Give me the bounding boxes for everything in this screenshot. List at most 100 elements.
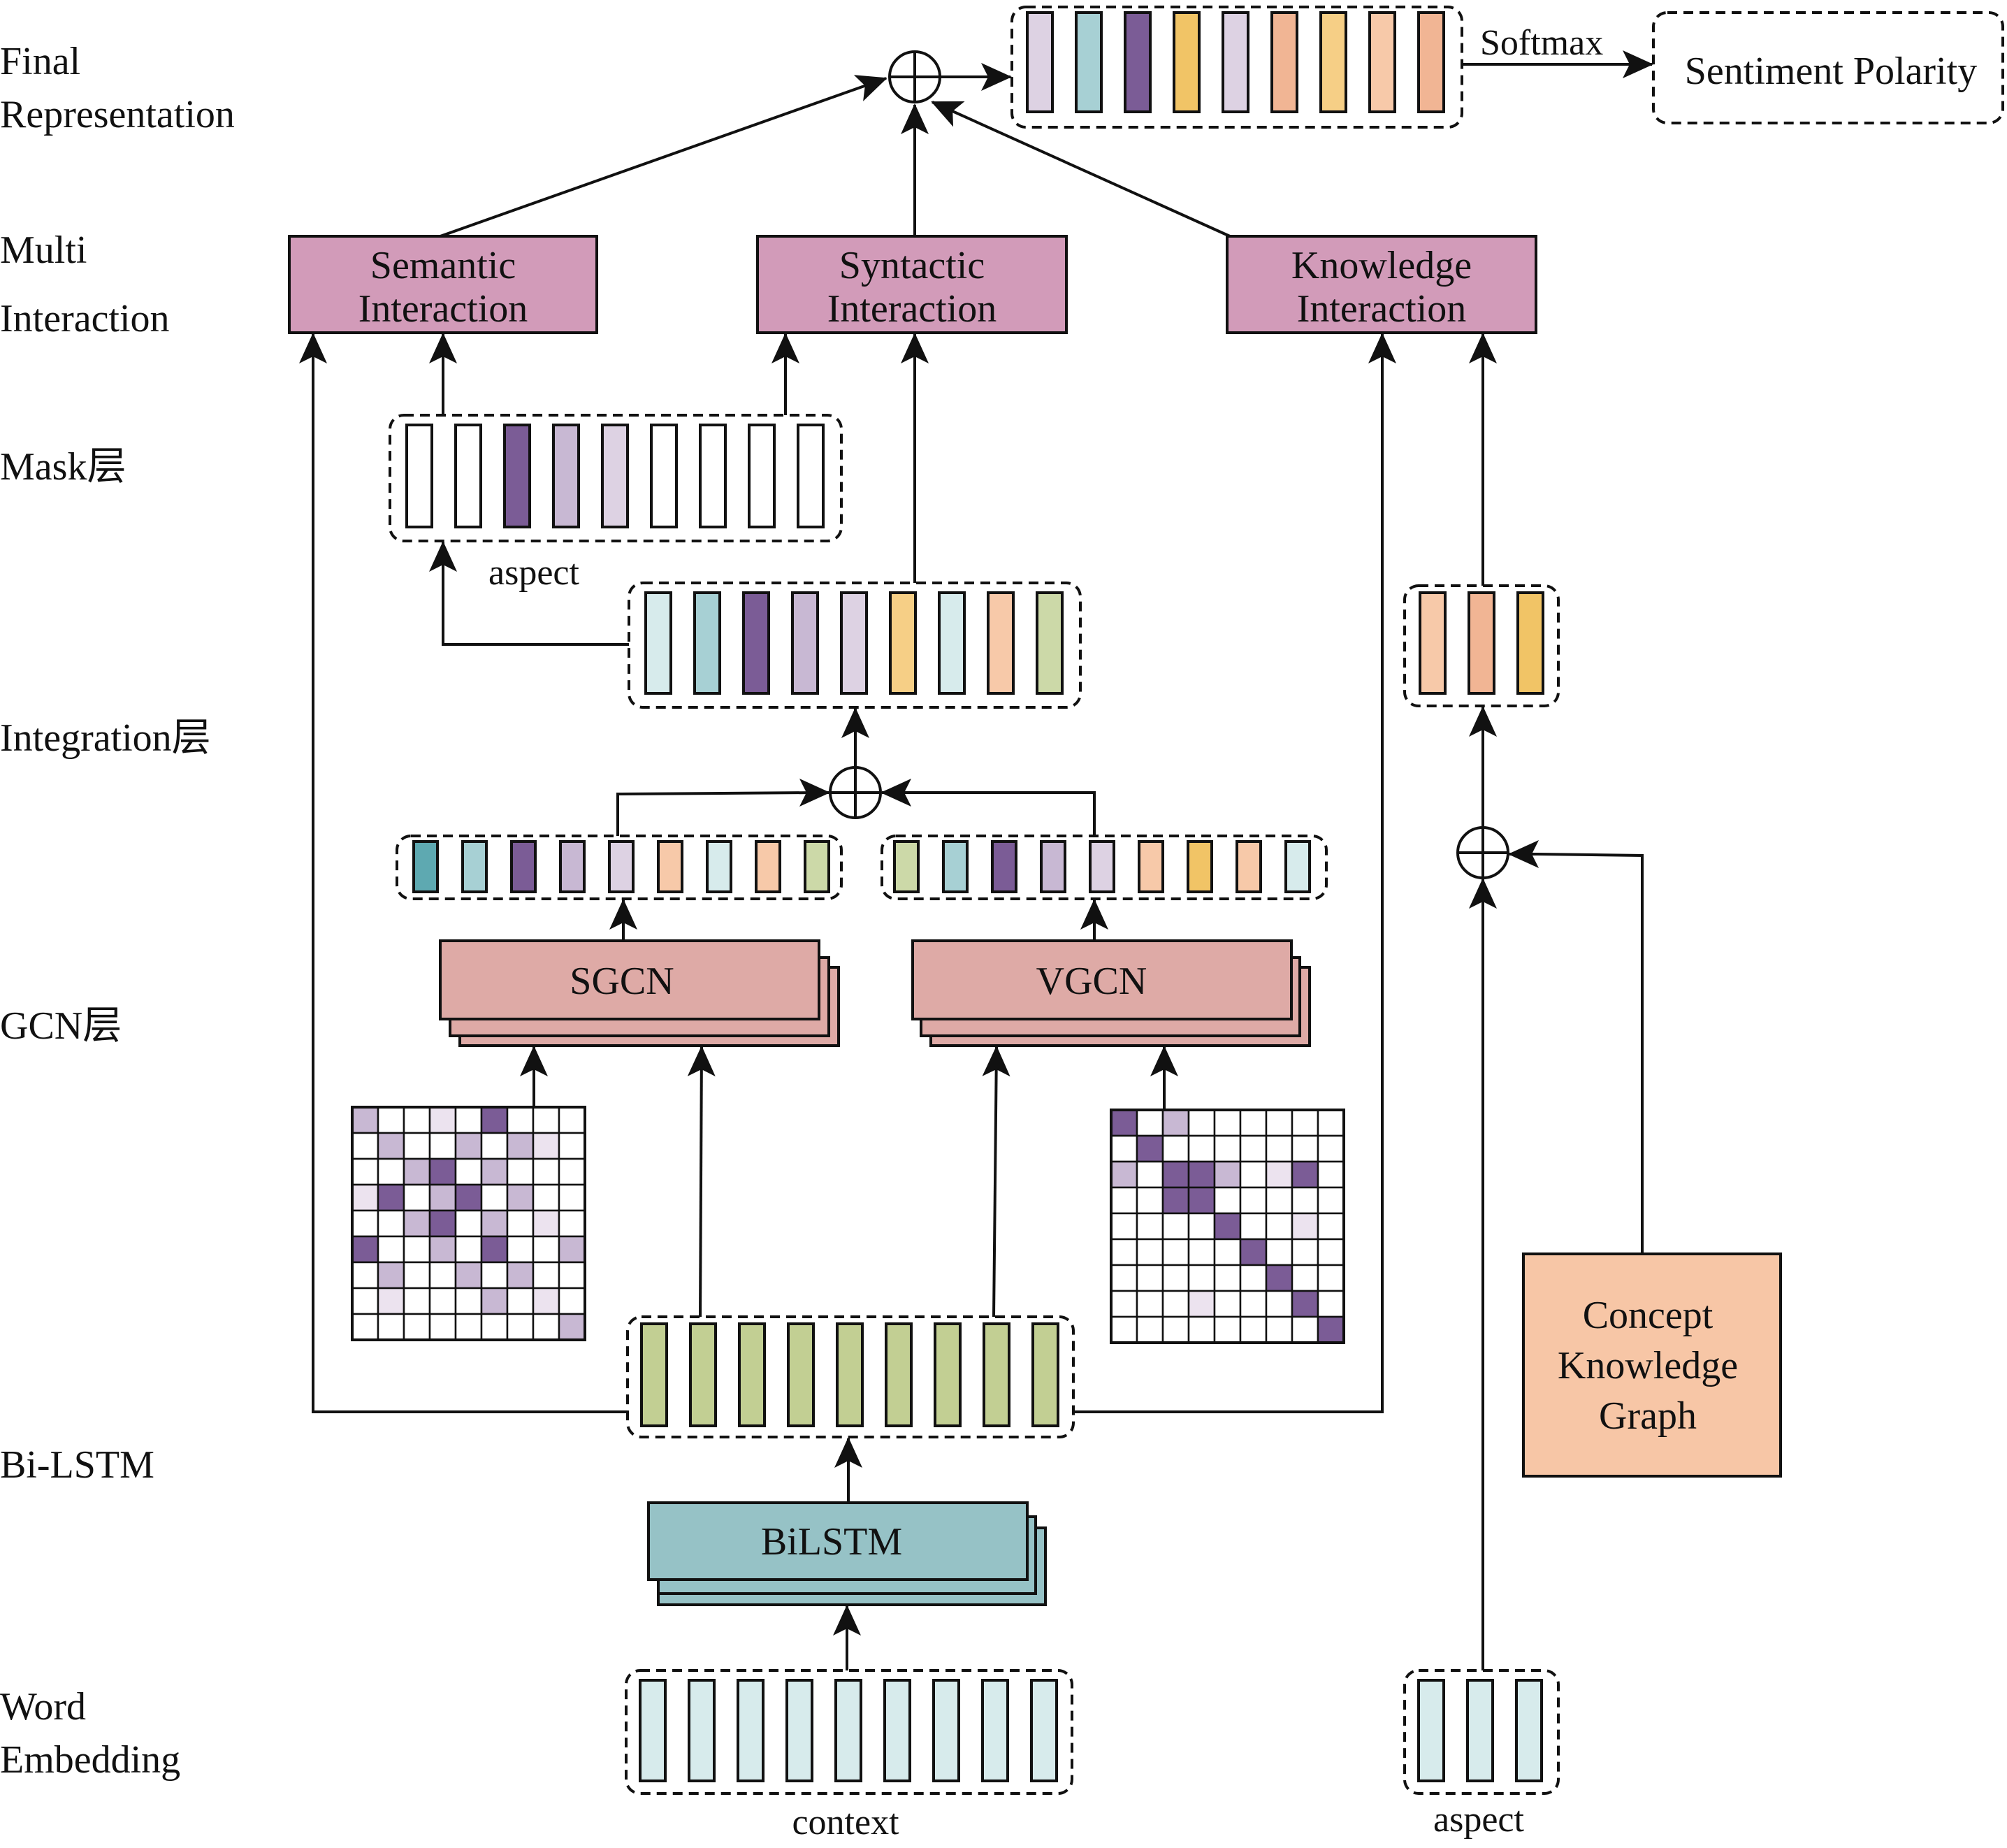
final-representation-vector bbox=[1026, 11, 1445, 113]
matrix-cell bbox=[351, 1209, 379, 1238]
matrix-cell bbox=[506, 1287, 535, 1315]
matrix-cell bbox=[351, 1287, 379, 1315]
matrix-cell bbox=[1317, 1109, 1345, 1137]
matrix-cell bbox=[1317, 1264, 1345, 1292]
context-label: context bbox=[792, 1803, 899, 1842]
matrix-cell bbox=[1110, 1315, 1138, 1344]
vector-cell bbox=[657, 840, 683, 893]
matrix-cell bbox=[1317, 1160, 1345, 1189]
matrix-cell bbox=[1213, 1160, 1242, 1189]
matrix-cell bbox=[1317, 1290, 1345, 1318]
matrix-cell bbox=[1317, 1212, 1345, 1241]
matrix-cell bbox=[428, 1313, 457, 1341]
final-vector-frame bbox=[1010, 6, 1463, 129]
vector-cell bbox=[706, 840, 732, 893]
layer-labels: Final Representation Multi Interaction M… bbox=[0, 40, 235, 1782]
matrix-cell bbox=[532, 1157, 560, 1186]
vector-cell bbox=[938, 591, 966, 695]
matrix-cell bbox=[1317, 1315, 1345, 1344]
matrix-cell bbox=[1161, 1290, 1190, 1318]
matrix-cell bbox=[1291, 1109, 1319, 1137]
matrix-cell bbox=[1239, 1160, 1268, 1189]
matrix-cell bbox=[1161, 1315, 1190, 1344]
aspect-bottom-label: aspect bbox=[1433, 1800, 1524, 1840]
bilstm-output-vector bbox=[640, 1322, 1059, 1427]
matrix-cell bbox=[1161, 1160, 1190, 1189]
vector-cell bbox=[1036, 591, 1064, 695]
vector-cell bbox=[755, 840, 781, 893]
matrix-cell bbox=[1136, 1134, 1164, 1163]
matrix-cell bbox=[1265, 1315, 1294, 1344]
matrix-cell bbox=[532, 1287, 560, 1315]
matrix-cell bbox=[377, 1132, 405, 1160]
matrix-cell bbox=[377, 1183, 405, 1212]
matrix-cell bbox=[1110, 1264, 1138, 1292]
vector-cell bbox=[1040, 840, 1066, 893]
matrix-cell bbox=[1291, 1238, 1319, 1266]
sgcn-adjacency-matrix bbox=[351, 1106, 586, 1341]
matrix-cell bbox=[1239, 1109, 1268, 1137]
vector-cell bbox=[405, 424, 433, 528]
matrix-cell bbox=[558, 1235, 586, 1264]
semantic-interaction-label-2: Interaction bbox=[358, 287, 528, 331]
matrix-cell bbox=[1291, 1186, 1319, 1215]
matrix-cell bbox=[377, 1313, 405, 1341]
matrix-cell bbox=[1161, 1264, 1190, 1292]
layer-label-multi-2: Interaction bbox=[0, 297, 170, 340]
vector-cell bbox=[644, 591, 672, 695]
matrix-cell bbox=[1291, 1315, 1319, 1344]
matrix-cell bbox=[1265, 1212, 1294, 1241]
matrix-cell bbox=[428, 1132, 457, 1160]
matrix-cell bbox=[1213, 1290, 1242, 1318]
knowledge-interaction-label-2: Interaction bbox=[1297, 287, 1467, 331]
syntactic-interaction-label-2: Interaction bbox=[827, 287, 997, 331]
matrix-cell bbox=[403, 1235, 431, 1264]
matrix-cell bbox=[1239, 1186, 1268, 1215]
vector-cell bbox=[1515, 1679, 1543, 1782]
vector-cell bbox=[412, 840, 439, 893]
vector-cell bbox=[1236, 840, 1262, 893]
matrix-cell bbox=[480, 1106, 509, 1134]
matrix-cell bbox=[454, 1132, 483, 1160]
matrix-cell bbox=[1265, 1109, 1294, 1137]
matrix-cell bbox=[1187, 1315, 1216, 1344]
vector-cell bbox=[742, 591, 770, 695]
matrix-cell bbox=[428, 1183, 457, 1212]
softmax-label: Softmax bbox=[1480, 23, 1603, 63]
matrix-cell bbox=[377, 1106, 405, 1134]
matrix-cell bbox=[480, 1261, 509, 1290]
matrix-cell bbox=[454, 1209, 483, 1238]
matrix-cell bbox=[1239, 1315, 1268, 1344]
vector-cell bbox=[804, 840, 830, 893]
vector-cell bbox=[836, 1322, 864, 1427]
vector-cell bbox=[650, 424, 678, 528]
vector-cell bbox=[1466, 1679, 1494, 1782]
matrix-cell bbox=[428, 1235, 457, 1264]
vgcn-box: VGCN bbox=[911, 939, 1311, 1047]
aspect-knowledge-vector bbox=[1419, 591, 1544, 695]
syntactic-interaction-label-1: Syntactic bbox=[839, 244, 985, 287]
aspect-embedding-frame bbox=[1403, 1669, 1560, 1795]
vector-cell bbox=[840, 591, 868, 695]
layer-label-multi-1: Multi bbox=[0, 229, 87, 272]
vector-cell bbox=[1030, 1679, 1058, 1782]
sentiment-polarity-label: Sentiment Polarity bbox=[1685, 50, 1977, 93]
matrix-cell bbox=[403, 1313, 431, 1341]
matrix-cell bbox=[1213, 1264, 1242, 1292]
vector-cell bbox=[1187, 840, 1213, 893]
matrix-cell bbox=[532, 1183, 560, 1212]
integration-vector bbox=[644, 591, 1064, 695]
matrix-cell bbox=[1136, 1109, 1164, 1137]
vector-cell bbox=[699, 424, 727, 528]
vector-cell bbox=[1075, 11, 1103, 113]
matrix-cell bbox=[532, 1261, 560, 1290]
final-fusion-operator bbox=[888, 50, 941, 103]
matrix-cell bbox=[1265, 1160, 1294, 1189]
knowledge-interaction-label-1: Knowledge bbox=[1291, 244, 1472, 287]
vector-cell bbox=[689, 1322, 717, 1427]
matrix-cell bbox=[1213, 1238, 1242, 1266]
matrix-cell bbox=[1110, 1186, 1138, 1215]
vector-cell bbox=[461, 840, 488, 893]
matrix-cell bbox=[558, 1132, 586, 1160]
embedding-frame bbox=[625, 1669, 1073, 1795]
